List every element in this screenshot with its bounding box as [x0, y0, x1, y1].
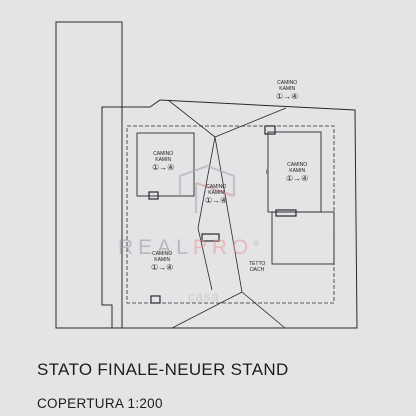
section-marker: I — [266, 170, 268, 176]
chimney-square — [201, 233, 220, 242]
ridge-line — [171, 291, 243, 329]
chimney-label: CAMINO KAMIN ①→④ — [276, 80, 298, 101]
chimney-label-text: CAMINO KAMIN — [287, 162, 308, 174]
chimney-label-text: CAMINO KAMIN — [206, 184, 227, 196]
chimney-square — [275, 209, 297, 217]
chimney-symbol: ①→④ — [286, 174, 309, 183]
chimney-label: CAMINO KAMIN ①→④ — [151, 251, 173, 272]
ridge-line — [214, 136, 243, 293]
roof-bay-outline — [136, 132, 195, 197]
adjacent-building-outline — [55, 21, 123, 329]
watermark-registered: ® — [253, 241, 259, 248]
roof-label: TETTO DACH — [249, 261, 265, 273]
ridge-line — [197, 227, 213, 291]
chimney-label: CAMINO KAMIN ①→④ — [286, 162, 308, 183]
chimney-symbol: ①→④ — [152, 163, 175, 172]
page-title: STATO FINALE-NEUER STAND — [37, 360, 289, 379]
chimney-symbol: ①→④ — [276, 92, 299, 101]
ridge-line — [197, 136, 216, 229]
watermark-text-main: REAL — [118, 236, 193, 259]
chimney-square — [264, 125, 276, 135]
chimney-label-text: CAMINO KAMIN — [153, 151, 174, 163]
watermark-bottom-text: casa — [188, 289, 220, 304]
chimney-square — [148, 191, 159, 200]
page-subtitle: COPERTURA 1:200 — [37, 396, 163, 411]
ridge-line — [167, 99, 216, 138]
watermark-brand: REALPRO® — [118, 236, 259, 260]
watermark-house-logo — [178, 164, 236, 213]
chimney-label-text: CAMINO KAMIN — [152, 251, 173, 263]
chimney-square — [150, 295, 161, 304]
ridge-line — [241, 291, 286, 329]
chimney-label-text: CAMINO KAMIN — [277, 80, 298, 92]
ridge-line — [214, 107, 287, 138]
roof-label-text: TETTO DACH — [249, 261, 266, 273]
chimney-symbol: ①→④ — [205, 196, 228, 205]
chimney-symbol: ①→④ — [151, 263, 174, 272]
watermark-text-accent: PRO — [192, 236, 254, 259]
chimney-label: CAMINO KAMIN ①→④ — [205, 184, 227, 205]
main-roof-outline — [101, 99, 358, 329]
roof-bay-outline — [271, 211, 335, 265]
chimney-label: CAMINO KAMIN ①→④ — [152, 151, 174, 172]
